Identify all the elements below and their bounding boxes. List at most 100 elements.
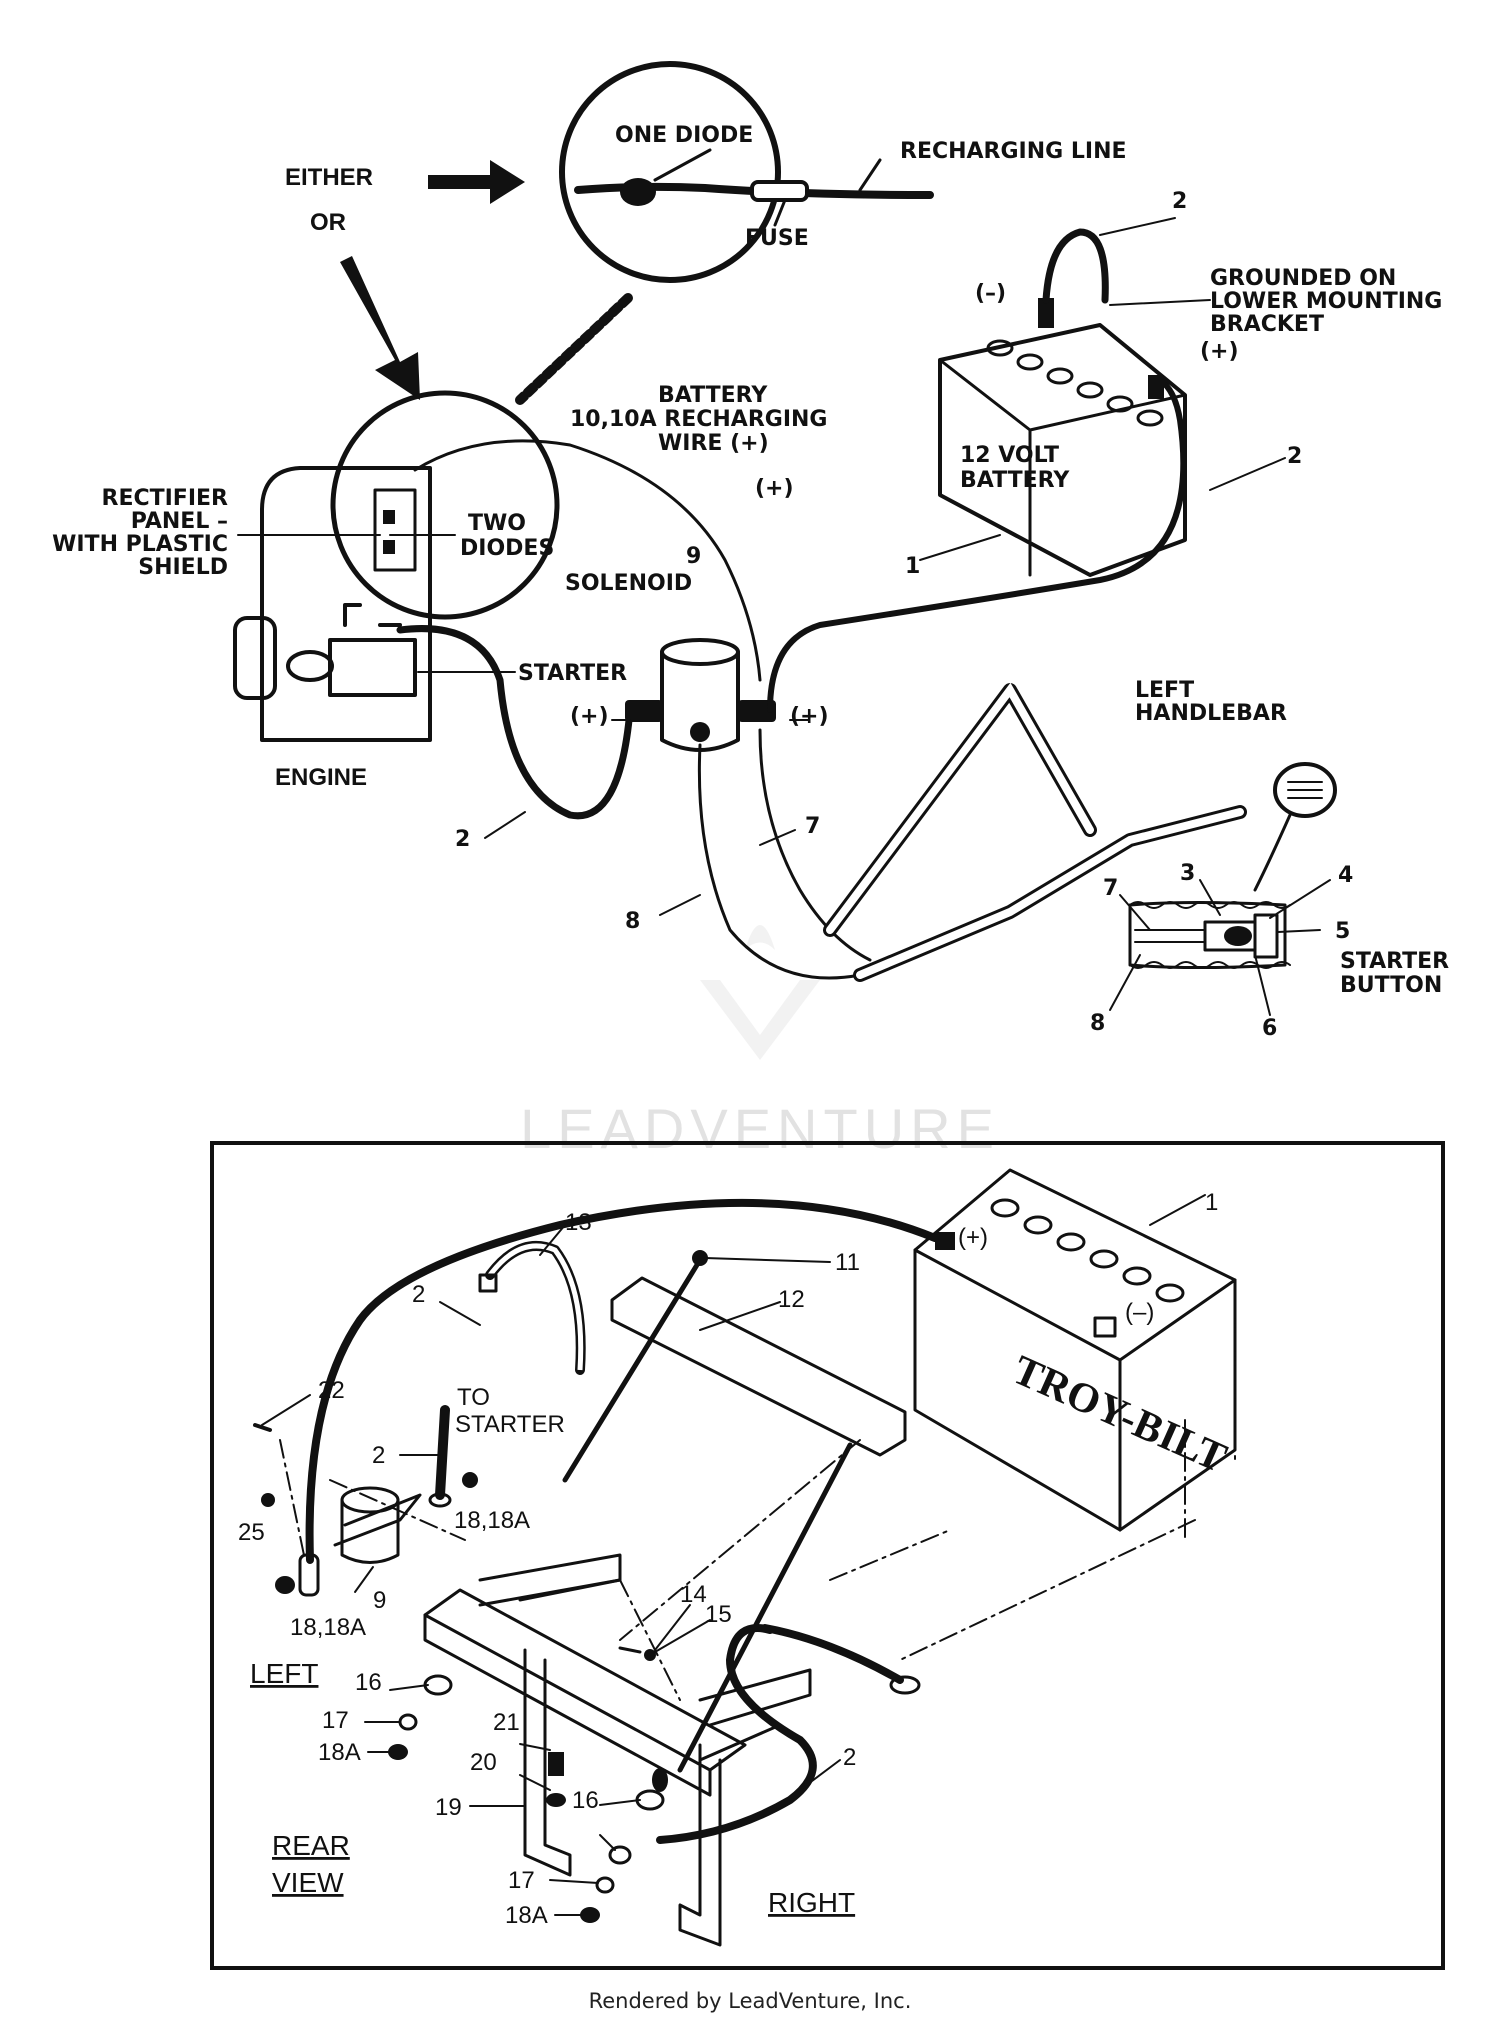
starter-button-label-2: BUTTON — [1340, 973, 1442, 998]
part-2-battery: 2 — [1287, 444, 1302, 469]
bpart-21: 21 — [493, 1709, 520, 1736]
bpart-18a-left: 18A — [318, 1739, 361, 1766]
recharging-line-label: RECHARGING LINE — [900, 139, 1127, 164]
battery-wire-label-3: WIRE (+) — [658, 431, 769, 456]
bpart-16-right: 16 — [572, 1787, 599, 1814]
part-5: 5 — [1335, 919, 1350, 944]
starter-label: STARTER — [518, 661, 627, 686]
bpart-17-left: 17 — [322, 1707, 349, 1734]
bpart-18-left: 18,18A — [290, 1614, 366, 1641]
or-label: OR — [310, 209, 346, 236]
leader-lines-bottom — [261, 1194, 1206, 1916]
battery-label-2: BATTERY — [960, 468, 1070, 493]
part-7: 7 — [805, 814, 820, 839]
one-diode-icon — [620, 178, 656, 206]
wire-plus-label: (+) — [755, 476, 794, 501]
rectifier-label-2: PANEL – — [131, 509, 228, 534]
battery-recharging-wire — [413, 439, 762, 682]
two-diodes-label-2: DIODES — [460, 536, 554, 561]
part-8: 8 — [625, 909, 640, 934]
battery-cable-bottom — [305, 1198, 939, 1564]
bpart-2-right: 2 — [843, 1744, 856, 1771]
watermark-logo — [700, 925, 820, 1060]
starter-button-icon — [1128, 901, 1291, 969]
grounded-label-1: GROUNDED ON — [1210, 266, 1396, 291]
starter-cable — [396, 625, 634, 820]
to-starter-label-2: STARTER — [455, 1411, 565, 1438]
two-diodes-label-1: TWO — [468, 511, 526, 536]
rod-11 — [562, 1257, 703, 1483]
bpart-16-left: 16 — [355, 1669, 382, 1696]
rear-view-frame — [210, 1141, 1445, 1970]
solenoid-label: SOLENOID — [565, 571, 692, 596]
left-handlebar-label-1: LEFT — [1135, 678, 1194, 703]
fasteners — [253, 1423, 668, 1923]
battery-wire-label-2: 10,10A RECHARGING — [570, 407, 827, 432]
to-starter-label-1: TO — [457, 1384, 490, 1411]
strap-13 — [485, 1240, 586, 1375]
bpart-18a-right: 18A — [505, 1902, 548, 1929]
part-7-detail: 7 — [1103, 876, 1118, 901]
part-2-ground: 2 — [1172, 189, 1187, 214]
leader-lines-top — [237, 217, 1331, 1016]
either-label: EITHER — [285, 164, 373, 191]
solenoid-icon — [625, 638, 776, 752]
right-label: RIGHT — [768, 1887, 855, 1918]
fuse-label: FUSE — [745, 226, 809, 251]
battery-icon — [938, 298, 1187, 577]
bpart-12: 12 — [778, 1286, 805, 1313]
grounded-label-2: LOWER MOUNTING — [1210, 289, 1442, 314]
ground-cable — [1042, 228, 1109, 304]
battery-positive-cable — [767, 377, 1187, 713]
bpart-22: 22 — [318, 1377, 345, 1404]
engine-label: ENGINE — [275, 764, 367, 791]
rear-view-label-1: REAR — [272, 1830, 350, 1861]
part-1: 1 — [905, 554, 920, 579]
bpart-20: 20 — [470, 1749, 497, 1776]
part-6: 6 — [1262, 1016, 1277, 1041]
footer-credit: Rendered by LeadVenture, Inc. — [589, 1989, 912, 2013]
part-4: 4 — [1338, 863, 1353, 888]
engine-icon — [233, 466, 432, 742]
bpart-13: 13 — [565, 1209, 592, 1236]
battery-minus-label: (–) — [975, 281, 1006, 306]
bpart-25: 25 — [238, 1519, 265, 1546]
battery-label-1: 12 VOLT — [960, 443, 1059, 468]
fuse-icon — [750, 180, 809, 202]
one-diode-label: ONE DIODE — [615, 123, 753, 148]
part-2-starter: 2 — [455, 827, 470, 852]
battery-plus-label: (+) — [1200, 339, 1239, 364]
either-arrow-icon — [428, 160, 525, 204]
engine-magnifier-circle — [330, 390, 560, 620]
left-handlebar-label-2: HANDLEBAR — [1135, 701, 1287, 726]
detail-magnifier-circle — [559, 61, 781, 283]
bpart-2-mid: 2 — [372, 1442, 385, 1469]
alignment-lines — [279, 1299, 1236, 1701]
bpart-1: 1 — [1205, 1189, 1218, 1216]
bpart-11: 11 — [835, 1249, 860, 1276]
solenoid-bottom-icon — [333, 1486, 422, 1564]
bpart-9: 9 — [373, 1587, 386, 1614]
dashed-connector — [515, 293, 633, 405]
battery-wire-label-1: BATTERY — [658, 383, 768, 408]
part-9: 9 — [686, 544, 701, 569]
to-starter-cable — [435, 1405, 450, 1500]
bpart-18-top: 18,18A — [454, 1507, 530, 1534]
part-3: 3 — [1180, 861, 1195, 886]
solenoid-plus-left: (+) — [570, 704, 609, 729]
or-arrow-icon — [340, 256, 420, 400]
left-label: LEFT — [250, 1658, 318, 1689]
part-8-detail: 8 — [1090, 1011, 1105, 1036]
bpart-19: 19 — [435, 1794, 462, 1821]
solenoid-plus-right: (+) — [790, 704, 829, 729]
bpart-14: 14 — [680, 1581, 707, 1608]
rectifier-label-1: RECTIFIER — [102, 486, 229, 511]
battery-bottom-minus: (–) — [1125, 1299, 1154, 1326]
rectifier-label-3: WITH PLASTIC — [52, 532, 228, 557]
rectifier-label-4: SHIELD — [138, 555, 228, 580]
rear-view-label-2: VIEW — [272, 1867, 344, 1898]
bpart-15: 15 — [705, 1601, 732, 1628]
battery-negative-cable-bottom — [656, 1624, 817, 1844]
starter-button-label-1: STARTER — [1340, 949, 1449, 974]
